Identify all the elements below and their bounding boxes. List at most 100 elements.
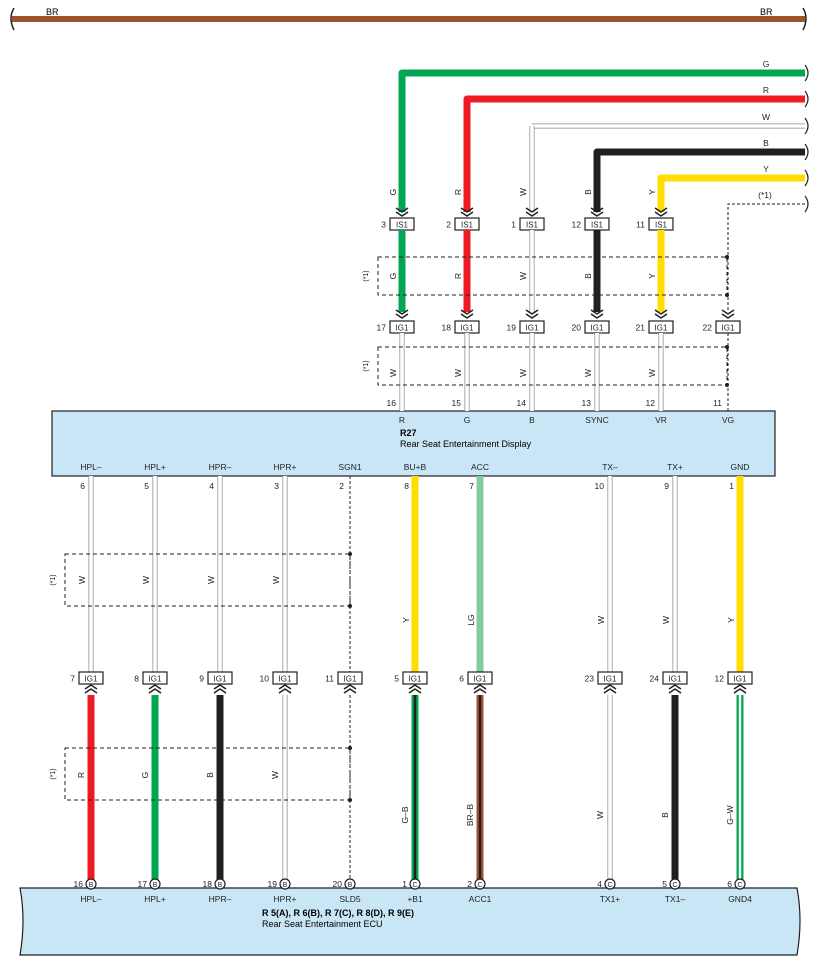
- ig1-lower-connector-8: [662, 671, 688, 685]
- display-input-wire-label-4: W: [647, 369, 657, 377]
- ig1-top-chevron-5: [721, 309, 735, 315]
- shield-dot: [348, 798, 352, 802]
- ig1-top-chevron-3: [590, 309, 604, 315]
- is1-wire-label-2: W: [518, 188, 528, 196]
- ig1-lower-connector-3: [272, 671, 298, 685]
- display-output-pin-3: 3: [274, 481, 279, 491]
- is1-chevron-3: [590, 211, 604, 217]
- ig1-top-chevron-1: [460, 313, 474, 319]
- is1-chevron-0: [395, 207, 409, 213]
- display-output-wire-label-5: Y: [401, 617, 411, 623]
- ig1-top-connector-1-pin: 18: [442, 323, 452, 333]
- display-output-pin-9: 1: [729, 481, 734, 491]
- ig1-top-chevron-4: [654, 313, 668, 319]
- display-output-name-4: SGN1: [338, 462, 361, 472]
- lower-wire-label-2: B: [205, 772, 215, 778]
- lower-wire-label-9: G–W: [725, 805, 735, 824]
- display-output-pin-6: 7: [469, 481, 474, 491]
- ig1-lower-connector-1: [142, 671, 168, 685]
- display-output-pin-5: 8: [404, 481, 409, 491]
- ig1-lower-connector-1-pin: 8: [134, 674, 139, 684]
- display-output-pin-1: 5: [144, 481, 149, 491]
- display-output-wire-label-9: Y: [726, 617, 736, 623]
- shield-wire-label-3: B: [583, 273, 593, 279]
- ecu-pin-name-0: HPL–: [80, 894, 102, 904]
- ecu-pin-name-7: TX1+: [600, 894, 621, 904]
- display-input-name-4: VR: [655, 415, 667, 425]
- shield-wire-label-0: G: [388, 273, 398, 280]
- ig1-top-chevron-1: [460, 309, 474, 315]
- ecu-pin-circle-0: [85, 878, 97, 890]
- ig1-lower-connector-8-label: IG1: [669, 675, 682, 684]
- ig1-top-connector-0-pin: 17: [377, 323, 387, 333]
- ecu-pin-number-2: 18: [203, 879, 213, 889]
- incoming-wire-label-0: G: [763, 59, 770, 69]
- ecu-id: R 5(A), R 6(B), R 7(C), R 8(D), R 9(E): [262, 908, 414, 918]
- br-label-right: BR: [760, 7, 773, 17]
- ecu-pin-number-3: 19: [268, 879, 278, 889]
- ig1-lower-chevron-4: [343, 688, 357, 694]
- ecu-pin-name-3: HPR+: [274, 894, 297, 904]
- ig1-top-chevron-3: [590, 313, 604, 319]
- ig1-lower-connector-4-pin: 11: [325, 674, 334, 684]
- ig1-lower-chevron-7: [603, 688, 617, 694]
- display-input-wire-label-0: W: [388, 369, 398, 377]
- ig1-lower-connector-1-label: IG1: [149, 675, 162, 684]
- lower-wire-label-8: B: [660, 812, 670, 818]
- ig1-lower-connector-2: [207, 671, 233, 685]
- is1-connector-3-pin: 12: [572, 220, 582, 230]
- ecu-pin-name-9: GND4: [728, 894, 752, 904]
- display-input-name-0: R: [399, 415, 405, 425]
- display-output-wire-label-7: W: [596, 616, 606, 624]
- shield-wire-label-4: Y: [647, 273, 657, 279]
- display-input-name-3: SYNC: [585, 415, 609, 425]
- ig1-top-chevron-2: [525, 309, 539, 315]
- is1-wire-label-1: R: [453, 189, 463, 195]
- ecu-pin-number-6: 2: [467, 879, 472, 889]
- ecu-box: R 5(A), R 6(B), R 7(C), R 8(D), R 9(E) R…: [19, 887, 801, 956]
- ig1-top-connector-1-label: IG1: [461, 324, 474, 333]
- ig1-lower-chevron-0: [84, 684, 98, 690]
- is1-wire-label-0: G: [388, 189, 398, 196]
- ecu-pin-number-7: 4: [597, 879, 602, 889]
- ig1-lower-chevron-7: [603, 684, 617, 690]
- lower-wire-label-7: W: [595, 811, 605, 819]
- ecu-conn-letter-3: B: [283, 882, 288, 889]
- ig1-lower-connector-4: [337, 671, 363, 685]
- ecu-conn-letter-8: C: [672, 882, 677, 889]
- ig1-top-connector-3-pin: 20: [572, 323, 582, 333]
- display-output-name-0: HPL–: [80, 462, 102, 472]
- ig1-lower-connector-0: [78, 671, 104, 685]
- shield-dot: [725, 293, 729, 297]
- top-br-wire: BR BR: [10, 7, 807, 31]
- ecu-pin-number-4: 20: [333, 879, 343, 889]
- shield-box-upper-note: (*1): [363, 270, 370, 281]
- display-output-pin-0: 6: [80, 481, 85, 491]
- incoming-wire-5: [727, 203, 805, 310]
- shield-wire-label-1: R: [453, 273, 463, 279]
- is1-connector-2-label: IS1: [526, 221, 539, 230]
- ig1-lower-connector-9-pin: 12: [715, 674, 725, 684]
- ig1-lower-connector-6-pin: 6: [459, 674, 464, 684]
- ecu-conn-letter-6: C: [477, 882, 482, 889]
- is1-chevron-3: [590, 207, 604, 213]
- is1-chevron-2: [525, 207, 539, 213]
- ecu-conn-letter-5: C: [412, 882, 417, 889]
- display-input-wire-label-3: W: [583, 369, 593, 377]
- ig1-top-chevron-4: [654, 309, 668, 315]
- is1-chevron-4: [654, 211, 668, 217]
- ecu-conn-letter-2: B: [218, 882, 223, 889]
- shield-dot: [348, 552, 352, 556]
- shield-box-display-in: [377, 346, 728, 386]
- ecu-pin-name-5: +B1: [407, 894, 423, 904]
- is1-connector-0-label: IS1: [396, 221, 409, 230]
- shield-box-display-out: [64, 553, 351, 607]
- shield-box-display-out-note: (*1): [50, 574, 57, 585]
- incoming-wire-1-corner: [463, 95, 471, 103]
- display-output-wire-label-2: W: [206, 576, 216, 584]
- ig1-lower-connector-7-label: IG1: [604, 675, 617, 684]
- shield-dot: [725, 383, 729, 387]
- lower-wire-label-6: BR–B: [465, 804, 475, 827]
- is1-connector-3-label: IS1: [591, 221, 604, 230]
